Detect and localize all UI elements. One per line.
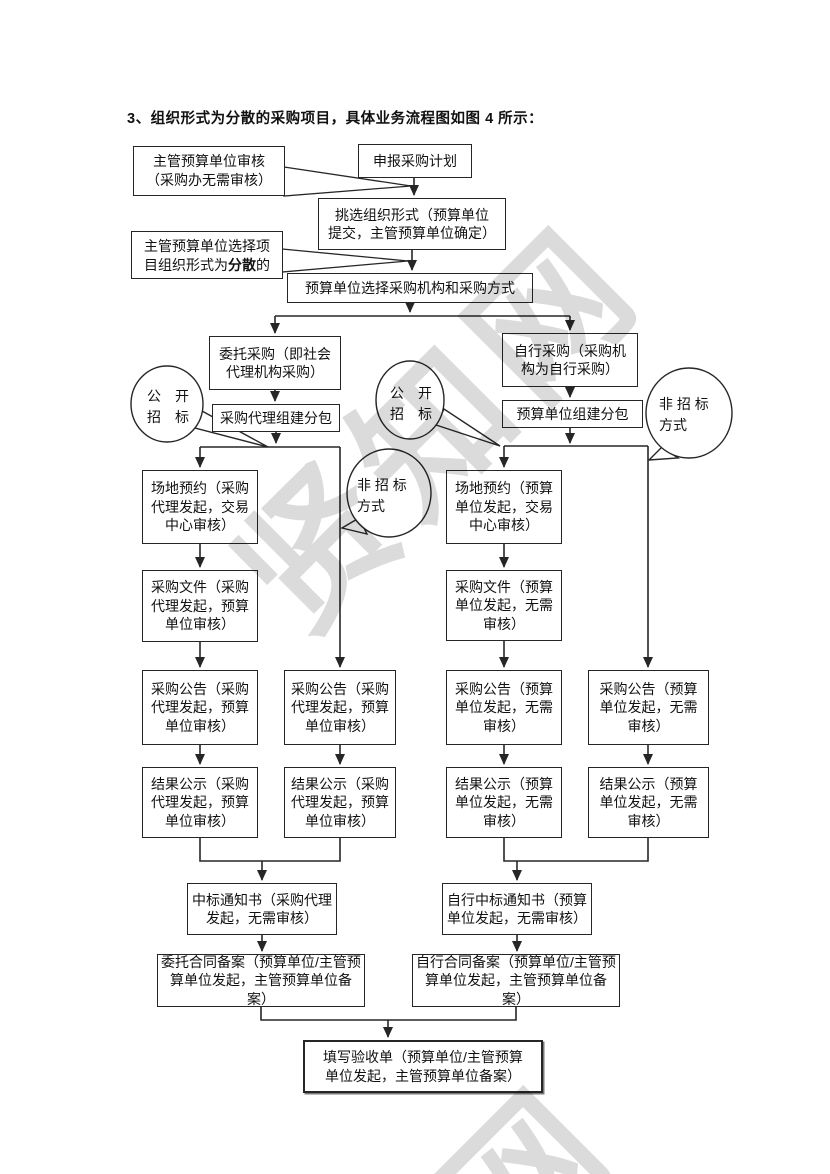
callout-decentralized-tail: [281, 248, 409, 273]
connector-left-split: [195, 432, 345, 668]
node-agency-package: 采购代理组建分包: [212, 404, 340, 432]
node-purchase-notice-agency-2: 采购公告（采购 代理发起，预算 单位审核）: [284, 670, 396, 745]
callout-decentralized-text-bold: 分散: [228, 256, 256, 273]
callout-audit: 主管预算单位审核 （采购办无需审核）: [133, 146, 285, 196]
connector-top-chain: [270, 178, 575, 402]
callout-decentralized-text-post: 的: [256, 256, 270, 273]
node-win-notice: 中标通知书（采购代理 发起，无需审核）: [187, 883, 337, 935]
node-result-publicity-agency-2: 结果公示（采购 代理发起，预算 单位审核）: [284, 767, 396, 838]
node-entrust-contract-filing: 委托合同备案（预算单位/主管预 算单位发起，主管预算单位备案）: [157, 954, 365, 1007]
node-purchase-notice-unit-1: 采购公告（预算 单位发起，无需 审核）: [446, 670, 562, 745]
node-result-publicity-agency-1: 结果公示（采购 代理发起，预算 单位审核）: [142, 767, 258, 838]
bubble-non-bid-mid-shape: [340, 448, 432, 538]
node-self-contract-filing: 自行合同备案（预算单位/主管预 算单位发起，主管预算单位备案）: [412, 954, 620, 1007]
bubble-non-bid-right-shape: [645, 367, 733, 461]
node-acceptance-form: 填写验收单（预算单位/主管预算 单位发起，主管预算单位备案）: [303, 1040, 543, 1093]
callout-decentralized-text-pre: 主管预算单位选择项 目组织形式为: [144, 238, 270, 273]
bubble-open-bid-left-label: 公 开 招 标: [147, 388, 189, 425]
node-venue-booking-unit: 场地预约（预算 单位发起，交易 中心审核）: [446, 470, 562, 544]
figure-caption: 3、组织形式为分散的采购项目，具体业务流程图如图 4 所示：: [127, 111, 544, 127]
node-unit-package: 预算单位组建分包: [502, 400, 643, 428]
node-declare-plan: 申报采购计划: [358, 144, 472, 178]
node-purchase-notice-unit-2: 采购公告（预算 单位发起，无需 审核）: [588, 670, 709, 745]
node-result-publicity-unit-1: 结果公示（预算 单位发起，无需 审核）: [446, 767, 562, 838]
node-purchase-notice-agency-1: 采购公告（采购 代理发起，预算 单位审核）: [142, 670, 258, 745]
node-result-publicity-unit-2: 结果公示（预算 单位发起，无需 审核）: [588, 767, 709, 838]
node-self-win-notice: 自行中标通知书（预算 单位发起，无需审核）: [442, 883, 592, 935]
bubble-open-bid-right-shape: [375, 360, 501, 447]
callout-decentralized: 主管预算单位选择项 目组织形式为分散的: [131, 231, 283, 279]
node-pick-org-form: 挑选组织形式（预算单位 提交，主管预算单位确定）: [318, 198, 506, 250]
bubble-open-bid-right-label: 公 开 招 标: [390, 385, 432, 422]
node-self-purchase: 自行采购（采购机 构为自行采购）: [502, 333, 638, 387]
bubble-non-bid-mid-label: 非 招 标 方式: [357, 477, 407, 514]
node-purchase-docs-unit: 采购文件（预算 单位发起，无需 审核）: [446, 570, 562, 641]
bubble-non-bid-right-label: 非 招 标 方式: [659, 396, 709, 433]
connector-right-split: [499, 428, 653, 668]
node-choose-agency-method: 预算单位选择采购机构和采购方式: [287, 273, 533, 303]
node-purchase-docs-agency: 采购文件（采购 代理发起，预算 单位审核）: [142, 570, 258, 642]
node-entrust-purchase: 委托采购（即社会 代理机构采购）: [209, 336, 341, 390]
connector-merges: [199, 838, 649, 1038]
connector-columns: [195, 544, 653, 765]
node-venue-booking-agency: 场地预约（采购 代理发起，交易 中心审核）: [142, 470, 258, 544]
